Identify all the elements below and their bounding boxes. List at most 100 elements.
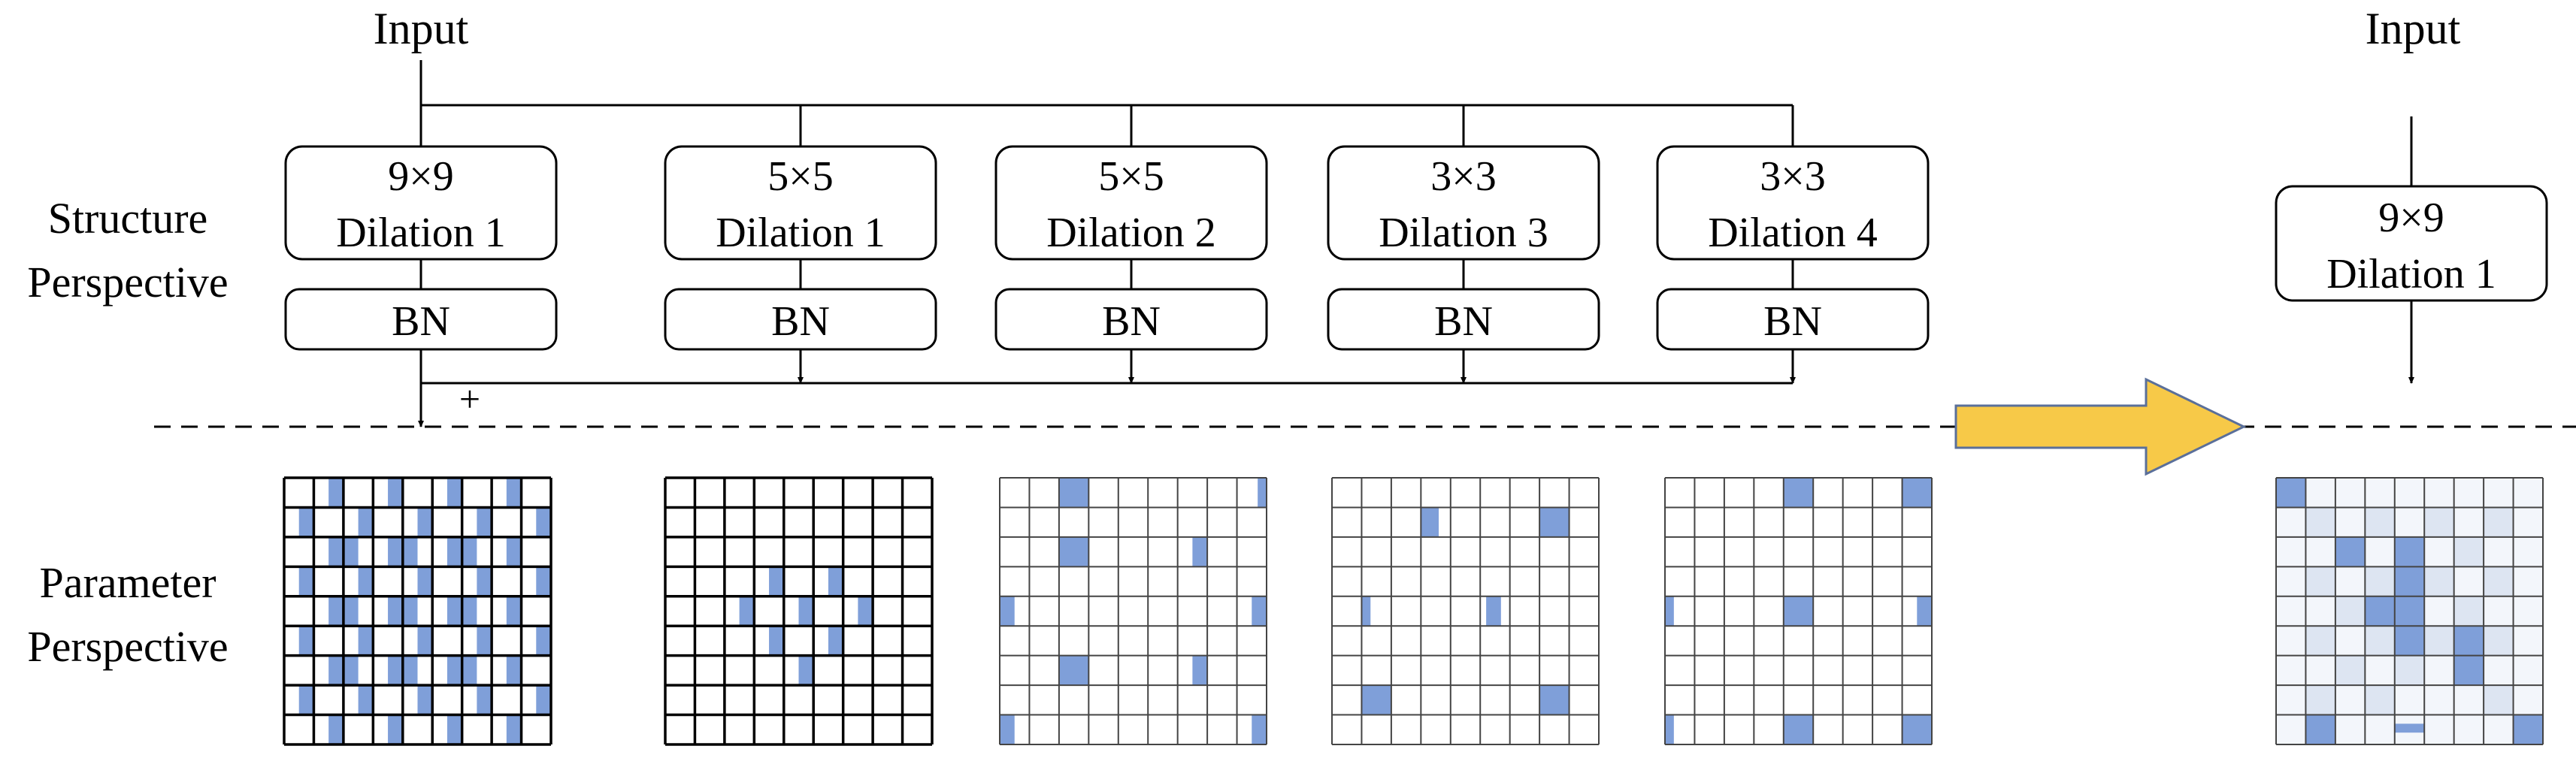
weight-cell <box>388 714 403 744</box>
weight-cell <box>2513 478 2543 508</box>
weight-cell <box>506 478 522 508</box>
plus-sign: + <box>459 378 480 420</box>
weight-cell <box>343 655 359 686</box>
weight-cell <box>417 507 433 537</box>
weight-cell <box>2484 685 2514 715</box>
weight-cell <box>1192 655 1208 686</box>
weight-cell <box>2335 536 2366 567</box>
weight-cell <box>2335 478 2366 508</box>
bn-label: BN <box>392 298 450 345</box>
weight-cell <box>1000 596 1015 627</box>
weight-cell <box>2335 714 2366 744</box>
weight-cell <box>402 536 418 567</box>
kernel-size-label: 9×9 <box>388 153 454 200</box>
kernel-size-label: 3×3 <box>1430 153 1497 200</box>
weight-cell <box>2424 507 2454 537</box>
weight-cell <box>2365 536 2395 567</box>
weight-cell <box>2276 566 2306 596</box>
param-grid-5x5-d1 <box>664 476 934 746</box>
weight-cell <box>446 478 462 508</box>
weight-cell <box>2424 714 2454 744</box>
weight-cell <box>477 566 492 596</box>
weight-cell <box>2453 507 2484 537</box>
weight-cell <box>2424 536 2454 567</box>
weight-cell <box>2484 596 2514 627</box>
weight-cell <box>1783 714 1814 744</box>
weight-cell <box>2394 723 2425 733</box>
weight-cell <box>536 566 551 596</box>
weight-cell <box>2484 536 2514 567</box>
weight-cell <box>2453 714 2484 744</box>
dilation-label: Dilation 1 <box>336 210 506 256</box>
weight-cell <box>536 626 551 656</box>
weight-cell <box>2305 626 2335 656</box>
weight-cell <box>2365 655 2395 686</box>
weight-cell <box>2484 478 2514 508</box>
weight-cell <box>2513 685 2543 715</box>
weight-cell <box>2305 507 2335 537</box>
weight-cell <box>417 626 433 656</box>
weight-cell <box>446 655 462 686</box>
weight-cell <box>2335 655 2366 686</box>
weight-cell <box>446 714 462 744</box>
weight-cell <box>2484 626 2514 656</box>
weight-cell <box>506 536 522 567</box>
dilation-label: Dilation 1 <box>716 210 885 256</box>
weight-cell <box>328 655 344 686</box>
weight-cell <box>2276 596 2306 627</box>
weight-cell <box>388 655 403 686</box>
weight-cell <box>2513 655 2543 686</box>
dilation-label: Dilation 3 <box>1379 210 1548 256</box>
weight-cell <box>2453 596 2484 627</box>
input-label-left: Input <box>374 4 469 53</box>
weight-cell <box>2276 507 2306 537</box>
weight-cell <box>2394 507 2425 537</box>
weight-cell <box>462 655 477 686</box>
param-grid-9x9-d1 <box>283 476 552 746</box>
weight-cell <box>2424 655 2454 686</box>
weight-cell <box>2335 685 2366 715</box>
kernel-size-label: 3×3 <box>1760 153 1826 200</box>
weight-cell <box>2513 566 2543 596</box>
weight-cell <box>298 566 314 596</box>
weight-cell <box>506 596 522 627</box>
weight-cell <box>1258 478 1267 508</box>
kernel-size-label: 5×5 <box>1098 153 1164 200</box>
weight-cell <box>1421 507 1439 537</box>
weight-cell <box>328 478 344 508</box>
param-grid-merged-9x9 <box>2275 477 2544 745</box>
structure-label-line2: Perspective <box>27 258 228 307</box>
weight-cell <box>417 566 433 596</box>
weight-cell <box>2305 714 2335 744</box>
weight-cell <box>2453 536 2484 567</box>
weight-cell <box>2513 596 2543 627</box>
weight-cell <box>2513 626 2543 656</box>
weight-cell <box>2484 655 2514 686</box>
weight-cell <box>1539 685 1570 715</box>
weight-cell <box>462 596 477 627</box>
weight-cell <box>462 536 477 567</box>
weight-cell <box>2365 714 2395 744</box>
weight-cell <box>2484 566 2514 596</box>
weight-cell <box>2424 685 2454 715</box>
weight-cell <box>506 714 522 744</box>
weight-cell <box>739 596 755 627</box>
weight-cell <box>388 478 403 508</box>
weight-cell <box>477 507 492 537</box>
weight-cell <box>506 655 522 686</box>
parameter-label-line1: Parameter <box>39 558 216 607</box>
weight-cell <box>2365 626 2395 656</box>
weight-cell <box>2394 566 2425 596</box>
weight-cell <box>388 596 403 627</box>
bn-label: BN <box>1763 298 1822 345</box>
weight-cell <box>2513 507 2543 537</box>
bn-label: BN <box>1434 298 1493 345</box>
weight-cell <box>1486 596 1501 627</box>
weight-cell <box>2484 507 2514 537</box>
weight-cell <box>477 685 492 715</box>
weight-cell <box>1361 596 1371 627</box>
weight-cell <box>298 685 314 715</box>
weight-cell <box>2365 566 2395 596</box>
weight-cell <box>2453 566 2484 596</box>
